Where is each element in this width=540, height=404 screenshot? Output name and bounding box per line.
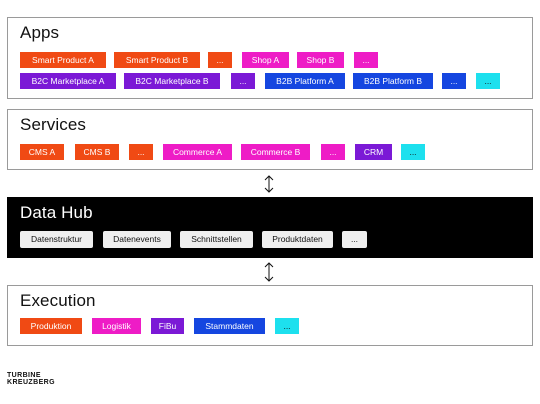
chip-cms-b: CMS B <box>75 144 119 160</box>
chip-stammdaten: Stammdaten <box>194 318 265 334</box>
services-title: Services <box>20 115 86 134</box>
chip-cms-a: CMS A <box>20 144 64 160</box>
chip-commerce-b: Commerce B <box>241 144 310 160</box>
chip-more: ... <box>442 73 466 89</box>
chip-more: ... <box>275 318 299 334</box>
double-arrow-icon <box>262 261 276 283</box>
chip-shop-a: Shop A <box>242 52 289 68</box>
chip-more: ... <box>342 231 367 248</box>
chip-more: ... <box>129 144 153 160</box>
datahub-section: Data Hub Datenstruktur Datenevents Schni… <box>7 197 533 258</box>
chip-more: ... <box>354 52 378 68</box>
logo-line-2: KREUZBERG <box>7 378 55 386</box>
chip-more: ... <box>321 144 345 160</box>
execution-section: Execution Produktion Logistik FiBu Stamm… <box>7 285 533 346</box>
chip-fibu: FiBu <box>151 318 184 334</box>
execution-title: Execution <box>20 291 96 310</box>
chip-datenevents: Datenevents <box>103 231 171 248</box>
chip-b2b-platform-b: B2B Platform B <box>353 73 433 89</box>
chip-smart-product-a: Smart Product A <box>20 52 106 68</box>
logo-line-1: TURBINE <box>7 372 41 379</box>
chip-datenstruktur: Datenstruktur <box>20 231 93 248</box>
chip-logistik: Logistik <box>92 318 141 334</box>
services-section: Services CMS A CMS B ... Commerce A Comm… <box>7 109 533 170</box>
chip-more: ... <box>401 144 425 160</box>
chip-more: ... <box>231 73 255 89</box>
chip-smart-product-b: Smart Product B <box>114 52 200 68</box>
datahub-title: Data Hub <box>20 203 93 222</box>
chip-produktdaten: Produktdaten <box>262 231 333 248</box>
chip-b2c-marketplace-b: B2C Marketplace B <box>124 73 220 89</box>
chip-b2c-marketplace-a: B2C Marketplace A <box>20 73 116 89</box>
chip-b2b-platform-a: B2B Platform A <box>265 73 345 89</box>
chip-more: ... <box>208 52 232 68</box>
turbine-kreuzberg-logo: TURBINE KREUZBERG <box>7 372 55 386</box>
chip-commerce-a: Commerce A <box>163 144 232 160</box>
chip-produktion: Produktion <box>20 318 82 334</box>
chip-schnittstellen: Schnittstellen <box>180 231 253 248</box>
double-arrow-icon <box>262 174 276 194</box>
apps-title: Apps <box>20 23 60 42</box>
chip-shop-b: Shop B <box>297 52 344 68</box>
chip-crm: CRM <box>355 144 392 160</box>
chip-more: ... <box>476 73 500 89</box>
apps-section: Apps Smart Product A Smart Product B ...… <box>7 17 533 99</box>
